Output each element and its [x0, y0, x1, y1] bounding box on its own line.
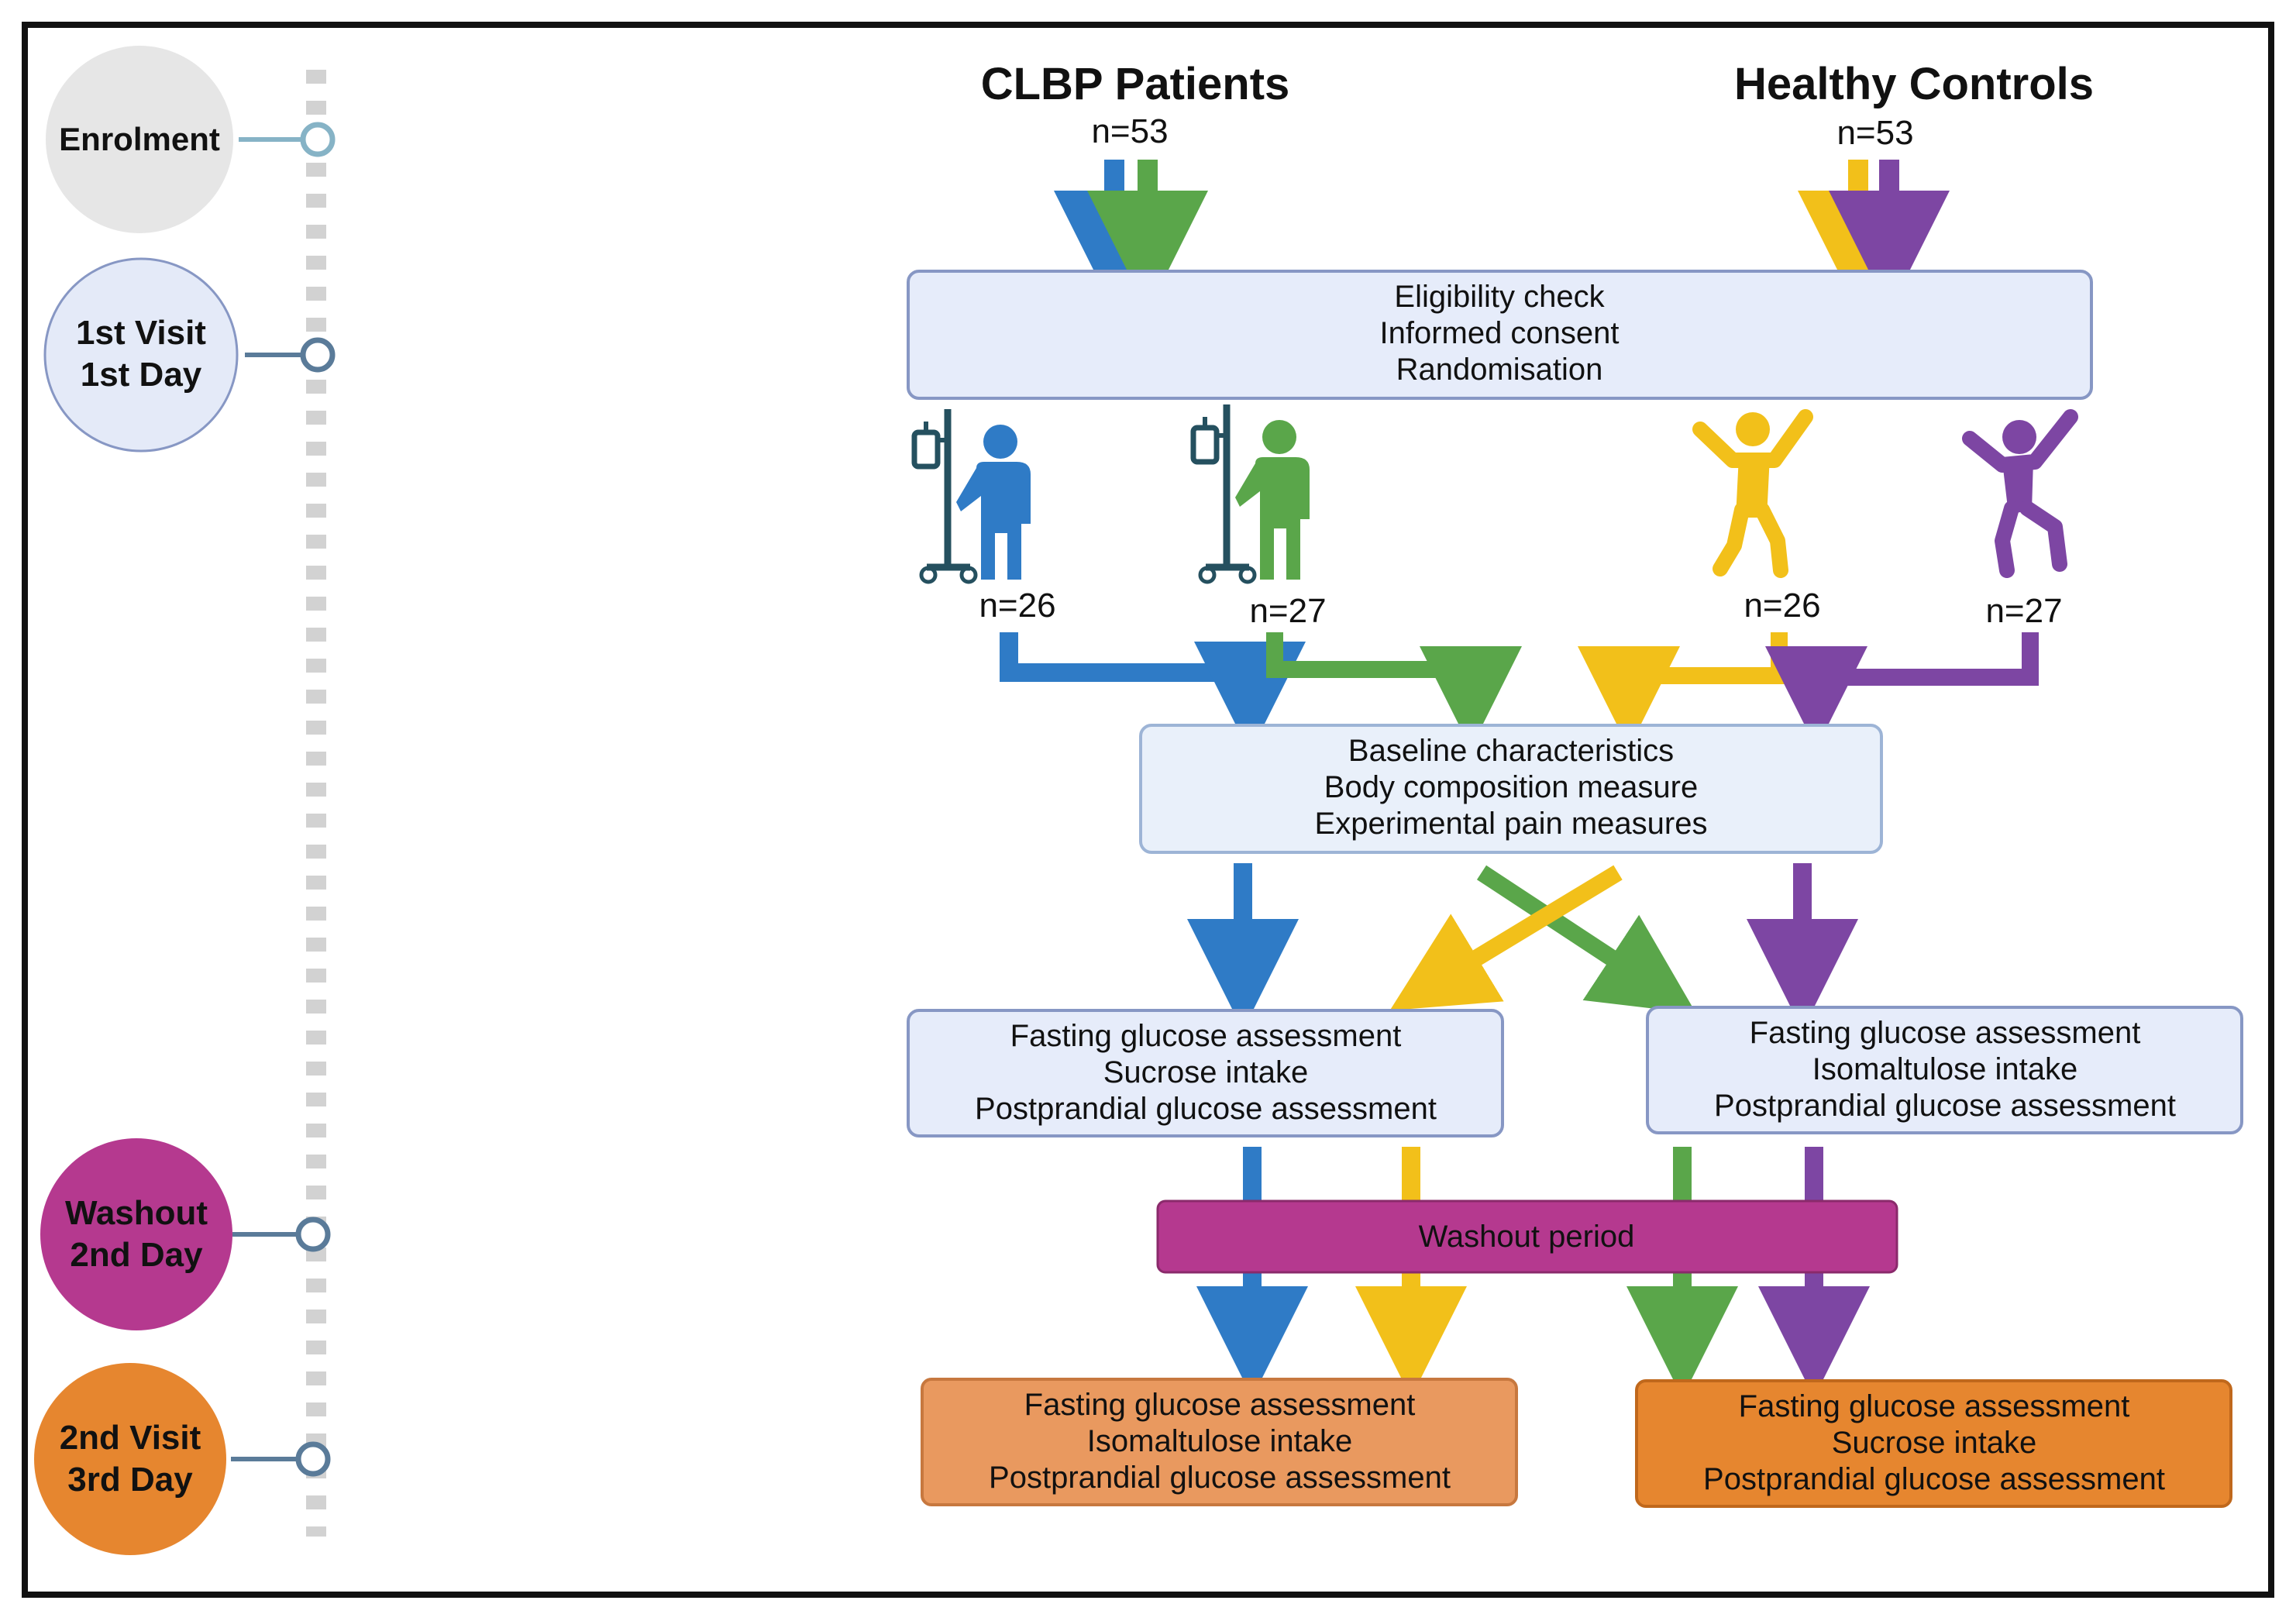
- stage-label-line2: 2nd Day: [70, 1236, 203, 1274]
- baseline-box: Baseline characteristics Body compositio…: [1139, 724, 1883, 854]
- box-line: Isomaltulose intake: [1087, 1424, 1352, 1458]
- box-line: Randomisation: [1396, 353, 1603, 387]
- box-line: Postprandial glucose assessment: [1703, 1462, 2165, 1496]
- box-line: Experimental pain measures: [1315, 807, 1708, 841]
- box-line: Postprandial glucose assessment: [1714, 1089, 2176, 1123]
- arrow-green-baseline: [1266, 632, 1522, 749]
- subgroup-n: n=27: [1985, 592, 2062, 630]
- box-line: Postprandial glucose assessment: [975, 1092, 1437, 1126]
- timeline-stage-washout: Washout 2nd Day: [40, 1138, 331, 1330]
- washout-label: Washout period: [1419, 1220, 1635, 1254]
- stage-label: Enrolment: [59, 121, 220, 157]
- arrow-purple-baseline: [1765, 632, 2039, 749]
- timeline-node: [300, 122, 336, 157]
- timeline-stage-second-visit: 2nd Visit 3rd Day: [34, 1363, 331, 1555]
- group-n-clbp: n=53: [1091, 112, 1168, 150]
- visit2-right-box: Fasting glucose assessment Sucrose intak…: [1635, 1379, 2232, 1508]
- box-line: Sucrose intake: [1832, 1426, 2037, 1460]
- subgroup-n: n=26: [979, 587, 1055, 625]
- box-line: Informed consent: [1379, 316, 1619, 350]
- visit1-right-box: Fasting glucose assessment Isomaltulose …: [1646, 1006, 2243, 1134]
- box-line: Fasting glucose assessment: [1024, 1388, 1416, 1422]
- box-line: Eligibility check: [1394, 280, 1605, 314]
- patient-iv-icon: [1190, 404, 1310, 584]
- box-line: Fasting glucose assessment: [1750, 1016, 2141, 1050]
- stage-label-line1: 1st Visit: [76, 314, 206, 352]
- stage-label-line2: 3rd Day: [67, 1461, 193, 1499]
- stage-circle: [34, 1363, 226, 1555]
- timeline-stage-enrolment: Enrolment: [46, 46, 336, 233]
- flow-diagram: Enrolment 1st Visit 1st Day Washout 2nd …: [34, 46, 2243, 1555]
- group-title-clbp: CLBP Patients: [981, 59, 1290, 109]
- visit2-left-box: Fasting glucose assessment Isomaltulose …: [921, 1378, 1518, 1506]
- patient-iv-icon: [911, 409, 1031, 584]
- jumping-person-icon: [1962, 409, 2078, 578]
- stage-circle: [40, 1138, 232, 1330]
- stage-label-line2: 1st Day: [81, 356, 202, 394]
- stage-label-line1: Washout: [65, 1194, 208, 1232]
- timeline-node: [300, 337, 336, 373]
- jumping-person-icon: [1692, 409, 1813, 578]
- arrow-green-visit1: [1476, 865, 1697, 1014]
- stage-circle: [46, 46, 233, 233]
- group-n-healthy: n=53: [1836, 114, 1913, 152]
- arrow-yellow-visit1: [1389, 865, 1623, 1011]
- subgroup-n: n=26: [1744, 587, 1820, 625]
- timeline-stage-first-visit: 1st Visit 1st Day: [43, 257, 336, 453]
- figure-frame: Enrolment 1st Visit 1st Day Washout 2nd …: [22, 22, 2274, 1598]
- group-title-healthy: Healthy Controls: [1734, 59, 2094, 109]
- eligibility-box: Eligibility check Informed consent Rando…: [907, 270, 2093, 400]
- box-line: Fasting glucose assessment: [1010, 1019, 1402, 1053]
- box-line: Isomaltulose intake: [1812, 1052, 2077, 1086]
- timeline-node: [295, 1217, 331, 1252]
- stage-label-line1: 2nd Visit: [60, 1419, 201, 1457]
- washout-bar: Washout period: [1156, 1199, 1898, 1274]
- subgroup-n: n=27: [1249, 592, 1326, 630]
- visit1-left-box: Fasting glucose assessment Sucrose intak…: [907, 1009, 1504, 1137]
- stage-circle: [43, 257, 239, 453]
- arrow-yellow-baseline: [1578, 632, 1788, 749]
- arrow-blue-baseline: [1000, 632, 1306, 753]
- timeline-node: [295, 1441, 331, 1477]
- box-line: Fasting glucose assessment: [1739, 1389, 2130, 1423]
- box-line: Sucrose intake: [1103, 1055, 1309, 1089]
- box-line: Body composition measure: [1324, 770, 1698, 804]
- box-line: Postprandial glucose assessment: [989, 1461, 1451, 1495]
- box-line: Baseline characteristics: [1348, 734, 1674, 768]
